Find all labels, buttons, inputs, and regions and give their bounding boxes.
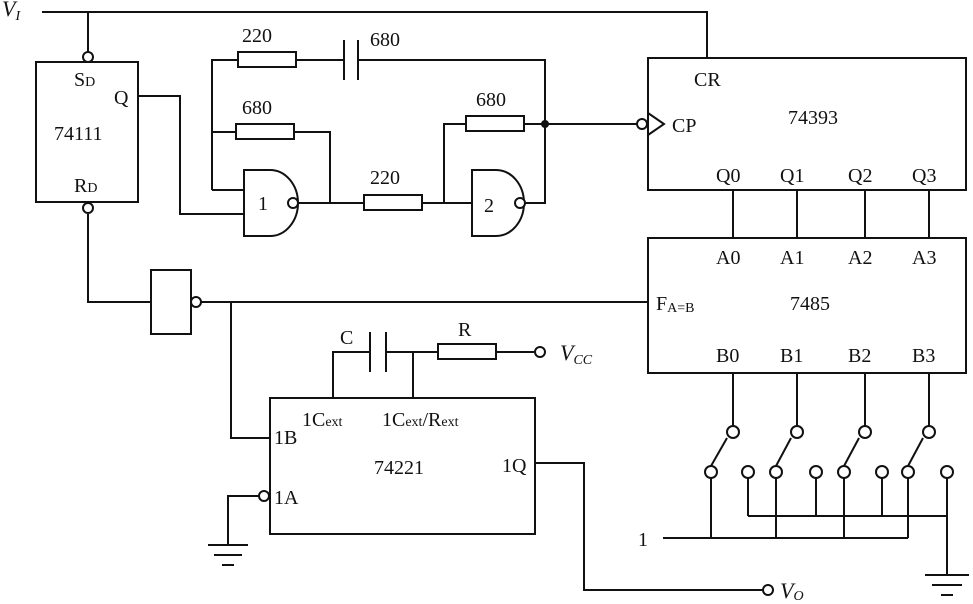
a1-label: A1 <box>780 247 804 269</box>
capacitor-680 <box>343 40 359 80</box>
r680-right-wire <box>294 131 331 203</box>
wires <box>42 11 969 596</box>
c-label: C <box>340 327 353 349</box>
b0-label: B0 <box>716 345 739 367</box>
switch-blades <box>710 437 924 467</box>
a3-label: A3 <box>912 247 936 269</box>
resistor-r <box>437 343 497 360</box>
cext-rext-label: 1Cext/Rext <box>382 409 459 431</box>
cr-label: CR <box>694 69 721 91</box>
switch-b1-zero <box>809 465 823 479</box>
c-top-value: 680 <box>370 29 400 51</box>
switch-b3-pivot <box>922 425 936 439</box>
osc-left-rail <box>211 59 238 190</box>
comparator-7485 <box>647 237 967 374</box>
vo-terminal <box>762 584 774 596</box>
q2-label: Q2 <box>848 165 872 187</box>
1q-to-vo-wire <box>535 462 763 591</box>
resistor-220-top <box>237 51 297 68</box>
a0-label: A0 <box>716 247 740 269</box>
switch-b1-one <box>769 465 783 479</box>
switch-contacts <box>704 425 954 479</box>
1a-to-ground-wire <box>227 495 259 545</box>
junction-dot <box>541 120 549 128</box>
rd-to-not-wire <box>87 214 151 303</box>
r-in-value: 220 <box>370 167 400 189</box>
switch-b0-zero <box>741 465 755 479</box>
comparator-name-label: 7485 <box>790 293 830 315</box>
cp-clock-triangle <box>647 112 666 136</box>
monostable-74221 <box>269 397 536 535</box>
vcc-label: VCC <box>560 340 593 368</box>
counter-name-label: 74393 <box>788 107 838 129</box>
switch-b1-pivot <box>790 425 804 439</box>
cp-bubble <box>636 118 648 130</box>
1a-label: 1A <box>274 487 299 509</box>
counter-74393 <box>647 57 967 191</box>
vi-label: VI <box>2 0 21 24</box>
switch-b2-pivot <box>858 425 872 439</box>
fab-to-1b-wire <box>230 302 270 439</box>
cext-label: 1Cext <box>302 409 343 431</box>
ground-symbol-left <box>208 544 248 566</box>
gate2-bubble <box>514 197 526 209</box>
r-fb-value: 680 <box>476 89 506 111</box>
vcc-terminal <box>534 346 546 358</box>
gate2-label: 2 <box>484 195 494 217</box>
switch-b0-one <box>704 465 718 479</box>
a2-label: A2 <box>848 247 872 269</box>
logic-one-label: 1 <box>638 529 648 551</box>
cp-label: CP <box>672 115 696 137</box>
b-lines <box>732 373 930 426</box>
vi-bus-wire <box>42 11 708 58</box>
ff-name-label: 74111 <box>54 123 103 145</box>
switch-b0-pivot <box>726 425 740 439</box>
q1-label: Q1 <box>780 165 804 187</box>
resistor-220-input <box>363 194 423 211</box>
1b-label: 1B <box>274 427 297 449</box>
switch-gnd-drops <box>747 478 948 516</box>
r-label: R <box>458 319 472 341</box>
vo-label: VO <box>780 578 804 604</box>
capacitor-c <box>369 332 387 372</box>
resistor-680-feedback <box>465 115 525 132</box>
ground-bus <box>748 515 948 575</box>
inverter-bubble <box>190 296 202 308</box>
q0-label: Q0 <box>716 165 740 187</box>
inverter-gate <box>150 269 192 335</box>
b1-label: B1 <box>780 345 803 367</box>
ground-symbol-right <box>925 574 969 596</box>
resistor-680-mid <box>235 123 295 140</box>
rd-label: RD <box>74 175 97 197</box>
q-to-gate1-wire <box>138 95 244 215</box>
sd-label: SD <box>74 69 95 91</box>
gate2-out-wire <box>525 124 546 204</box>
switch-b2-one <box>837 465 851 479</box>
flipflop-74111 <box>35 61 139 203</box>
r680fb-left-wire <box>443 123 466 203</box>
1q-label: 1Q <box>502 455 527 477</box>
1a-bubble <box>258 490 270 502</box>
q3-label: Q3 <box>912 165 936 187</box>
monostable-name-label: 74221 <box>374 457 424 479</box>
sd-bubble <box>82 51 94 63</box>
r-top-value: 220 <box>242 25 272 47</box>
switch-b2-zero <box>875 465 889 479</box>
switch-common-drops <box>710 478 909 538</box>
switch-b3-one <box>901 465 915 479</box>
gate1-label: 1 <box>258 193 268 215</box>
switch-b3-zero <box>940 465 954 479</box>
q-label: Q <box>114 87 129 109</box>
b2-label: B2 <box>848 345 871 367</box>
c680-to-output-wire <box>358 59 546 122</box>
rd-bubble <box>82 202 94 214</box>
gate1-bubble <box>287 197 299 209</box>
cext-to-c-wire <box>332 351 370 398</box>
fab-label: FA=B <box>656 293 694 316</box>
b3-label: B3 <box>912 345 935 367</box>
r-mid-value: 680 <box>242 97 272 119</box>
